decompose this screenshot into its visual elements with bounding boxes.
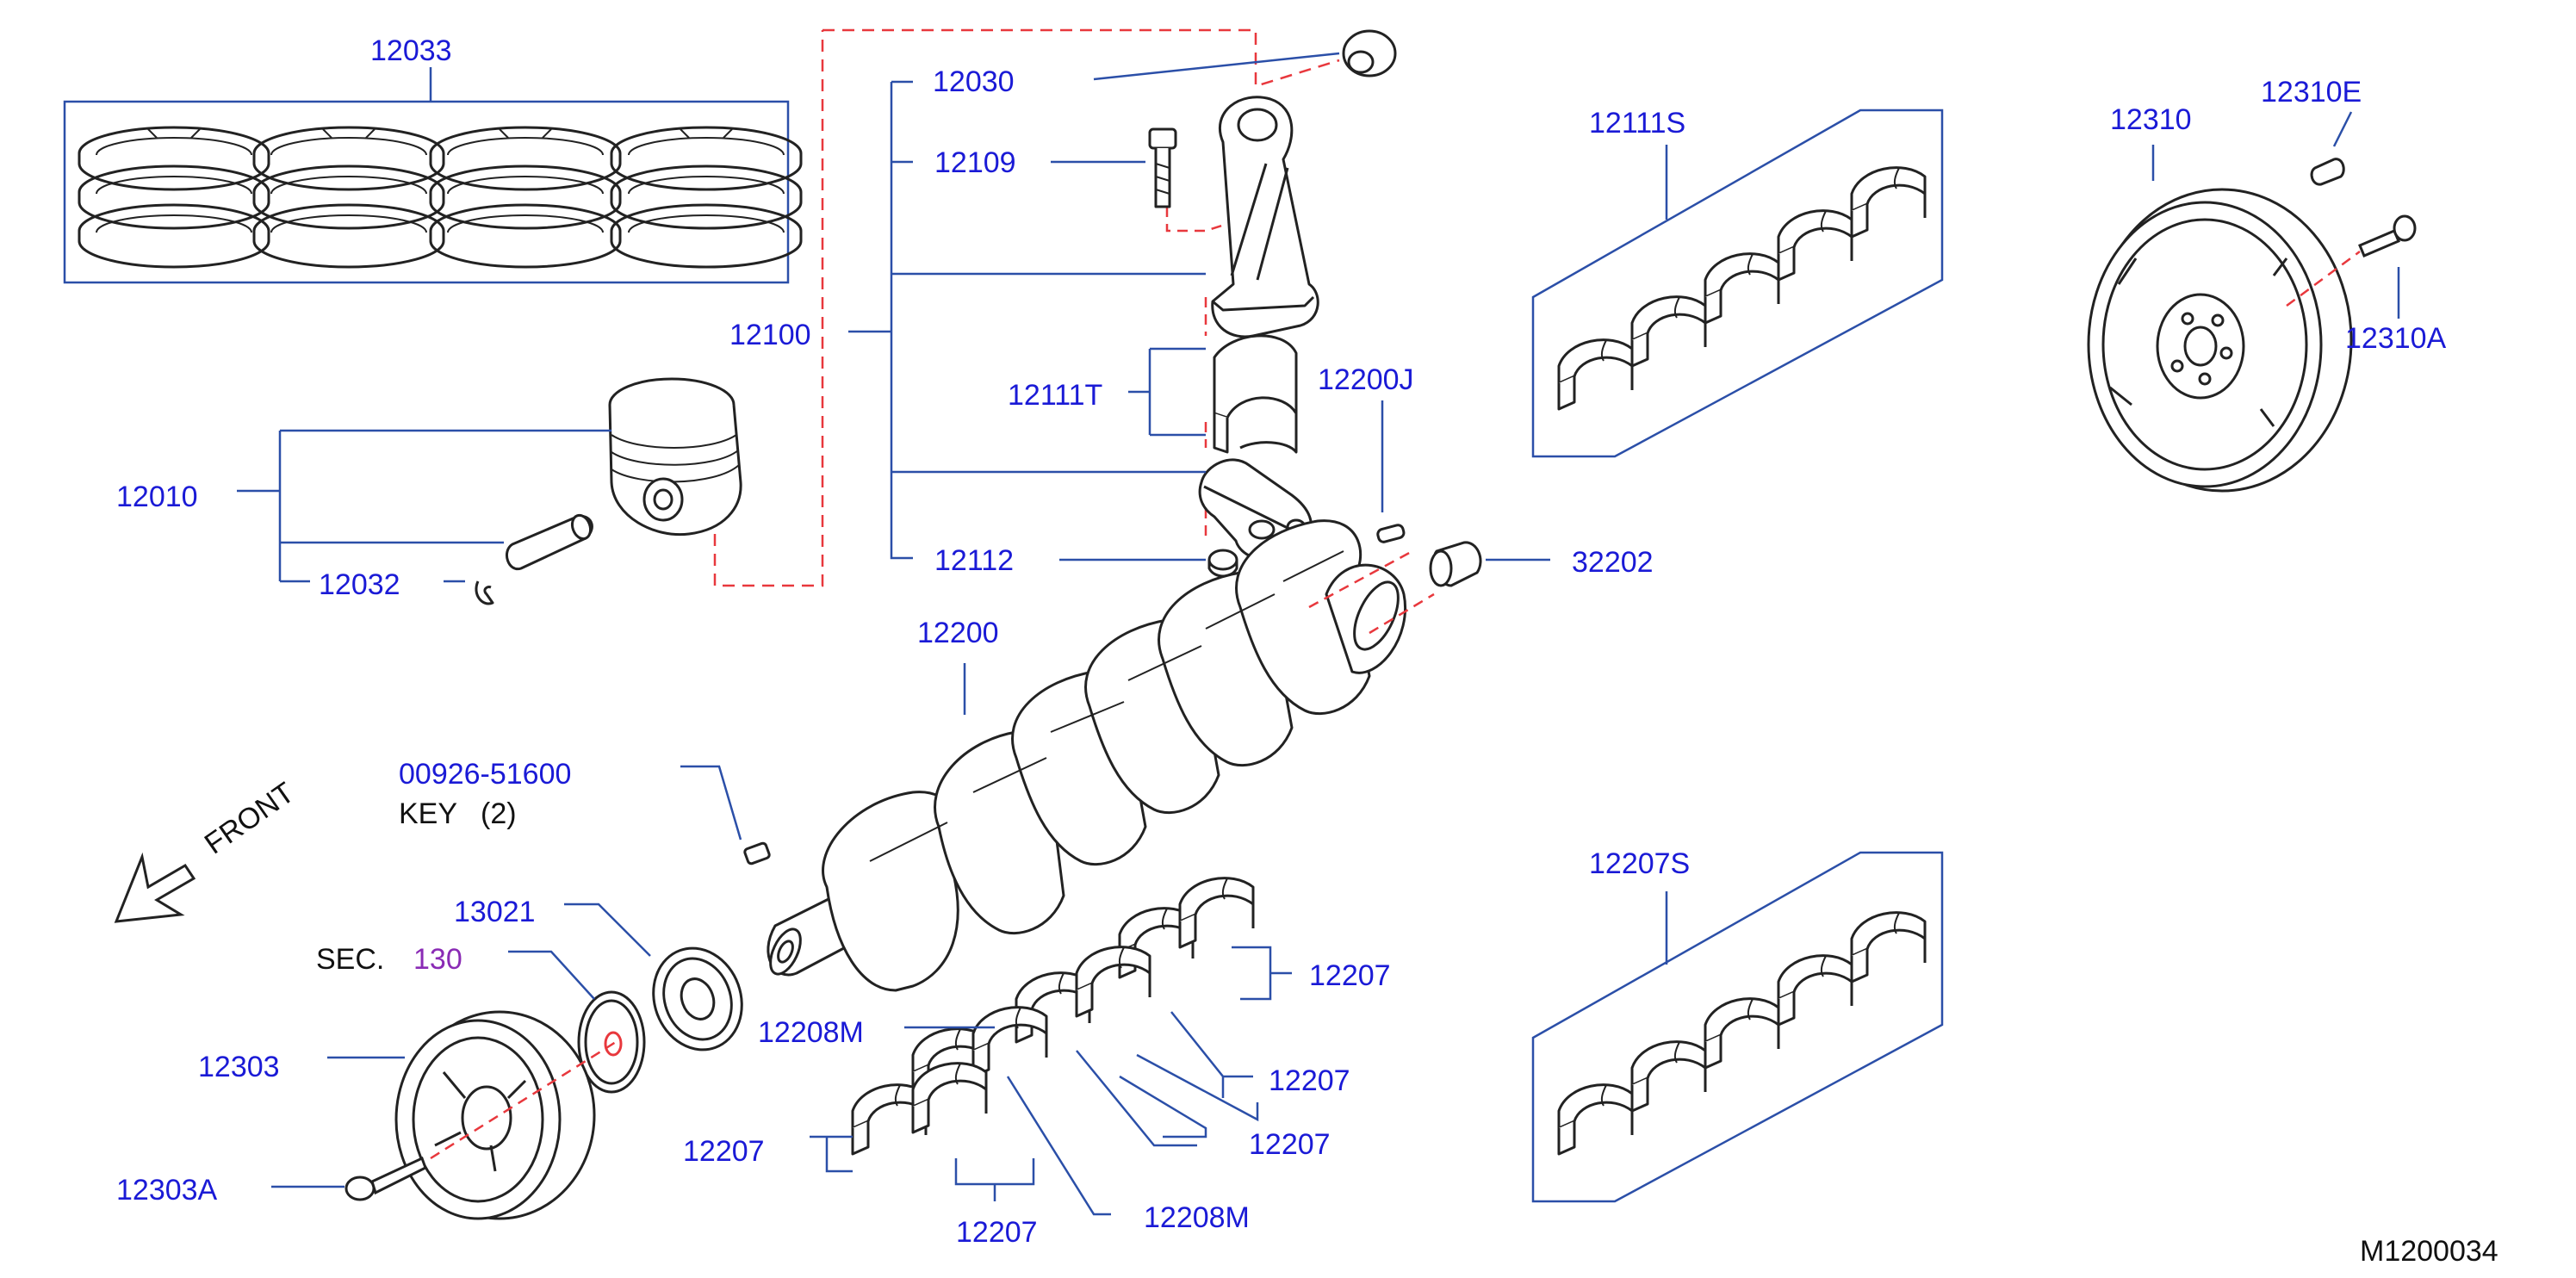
label-12111T: 12111T — [1008, 379, 1103, 412]
label-13021: 13021 — [454, 896, 536, 928]
label-key-qty: (2) — [481, 797, 517, 830]
flywheel — [2087, 158, 2417, 493]
pulley-bolt — [345, 1156, 427, 1201]
label-12030: 12030 — [933, 65, 1015, 98]
rod-bearing-set — [1531, 109, 1944, 458]
crank-sprocket — [652, 946, 743, 1052]
label-12303A: 12303A — [116, 1174, 218, 1207]
label-sec: SEC. — [316, 943, 385, 976]
label-12208M-lower: 12208M — [1144, 1201, 1250, 1234]
label-12010: 12010 — [116, 481, 198, 513]
label-12100: 12100 — [729, 319, 811, 351]
label-12303: 12303 — [198, 1051, 280, 1083]
main-bearing-set — [1531, 851, 1944, 1203]
label-12109: 12109 — [934, 146, 1016, 179]
label-12310A: 12310A — [2345, 322, 2447, 355]
label-12207-a: 12207 — [1309, 959, 1391, 992]
label-12207S: 12207S — [1589, 847, 1691, 880]
label-12200: 12200 — [917, 617, 999, 649]
label-12033: 12033 — [370, 34, 452, 67]
diagram-code: M1200034 — [2360, 1235, 2498, 1268]
label-00926-51600: 00926-51600 — [399, 758, 572, 791]
label-12111S: 12111S — [1589, 107, 1686, 140]
crankshaft — [743, 519, 1406, 992]
label-12208M-upper: 12208M — [758, 1016, 864, 1049]
label-12112: 12112 — [934, 544, 1015, 577]
front-arrow-icon — [114, 852, 196, 923]
label-12310: 12310 — [2110, 103, 2192, 136]
piston — [475, 377, 742, 605]
timing-gear — [577, 990, 646, 1094]
leader-lines — [237, 52, 2400, 1216]
label-sec-130: 130 — [413, 943, 462, 976]
label-12200J: 12200J — [1318, 363, 1414, 396]
label-key: KEY — [399, 797, 458, 830]
label-32202: 32202 — [1572, 546, 1654, 579]
piston-rings-group — [63, 67, 801, 284]
crank-pulley — [394, 1010, 596, 1220]
label-12207-c: 12207 — [1249, 1128, 1331, 1161]
label-12032: 12032 — [319, 568, 400, 601]
label-12310E: 12310E — [2261, 76, 2362, 109]
connecting-rod — [1148, 29, 1397, 338]
label-12207-e: 12207 — [956, 1216, 1038, 1249]
label-12207-d: 12207 — [683, 1135, 765, 1168]
rod-bearing — [1213, 334, 1298, 454]
pilot-bushing — [1429, 541, 1482, 587]
label-12207-b: 12207 — [1269, 1064, 1350, 1097]
